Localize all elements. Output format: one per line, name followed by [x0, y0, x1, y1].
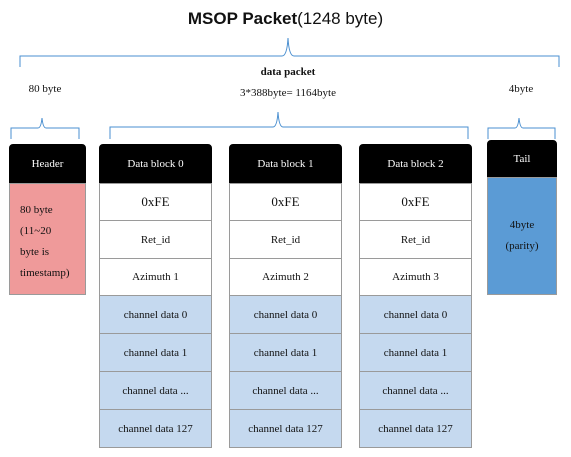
data-block-2-channel-127: channel data 127 [359, 409, 472, 448]
packet-title: MSOP Packet(1248 byte) [0, 9, 571, 29]
header-size-label: 80 byte [28, 83, 62, 95]
data-block-2-ret-id: Ret_id [359, 220, 472, 259]
data-block-1-channel-0: channel data 0 [229, 295, 342, 334]
header-brace [10, 117, 80, 139]
data-block-2-azimuth: Azimuth 3 [359, 258, 472, 296]
header-title: Header [9, 144, 86, 184]
data-block-0-azimuth: Azimuth 1 [99, 258, 212, 296]
data-block-1-ret-id: Ret_id [229, 220, 342, 259]
data-block-2-title: Data block 2 [359, 144, 472, 184]
tail-line: 4byte [509, 219, 535, 231]
data-block-1-channel-127: channel data 127 [229, 409, 342, 448]
header-line: (11~20 [20, 225, 52, 237]
packet-title-size: (1248 byte) [297, 9, 384, 28]
data-packet-size-label: 3*388byte= 1164byte [240, 87, 336, 99]
data-block-0-ret-id: Ret_id [99, 220, 212, 259]
data-block-1-azimuth: Azimuth 2 [229, 258, 342, 296]
data-packet-brace [109, 111, 469, 139]
header-line: timestamp) [20, 267, 70, 279]
data-block-1-channel-ellipsis: channel data ... [229, 371, 342, 410]
header-line: byte is [20, 246, 50, 258]
packet-title-bold: MSOP Packet [187, 9, 298, 28]
data-block-1-flag: 0xFE [229, 183, 342, 221]
data-block-0-channel-127: channel data 127 [99, 409, 212, 448]
data-block-0-title: Data block 0 [99, 144, 212, 184]
tail-brace [487, 117, 556, 139]
tail-size-label: 4byte [508, 83, 534, 95]
header-body: 80 byte (11~20 byte is timestamp) [9, 183, 86, 295]
data-block-0-channel-1: channel data 1 [99, 333, 212, 372]
data-block-0-flag: 0xFE [99, 183, 212, 221]
bracket-lines [10, 37, 560, 139]
data-block-0-channel-ellipsis: channel data ... [99, 371, 212, 410]
data-block-1-channel-1: channel data 1 [229, 333, 342, 372]
outer-brace [19, 37, 560, 67]
data-block-2-channel-ellipsis: channel data ... [359, 371, 472, 410]
tail-body: 4byte (parity) [487, 177, 557, 295]
tail-line: (parity) [505, 240, 539, 252]
data-block-1-title: Data block 1 [229, 144, 342, 184]
data-block-2-channel-0: channel data 0 [359, 295, 472, 334]
data-block-2-channel-1: channel data 1 [359, 333, 472, 372]
data-block-2-flag: 0xFE [359, 183, 472, 221]
tail-title: Tail [487, 140, 557, 178]
header-line: 80 byte [20, 204, 53, 216]
data-block-0-channel-0: channel data 0 [99, 295, 212, 334]
data-packet-label: data packet [260, 66, 316, 78]
